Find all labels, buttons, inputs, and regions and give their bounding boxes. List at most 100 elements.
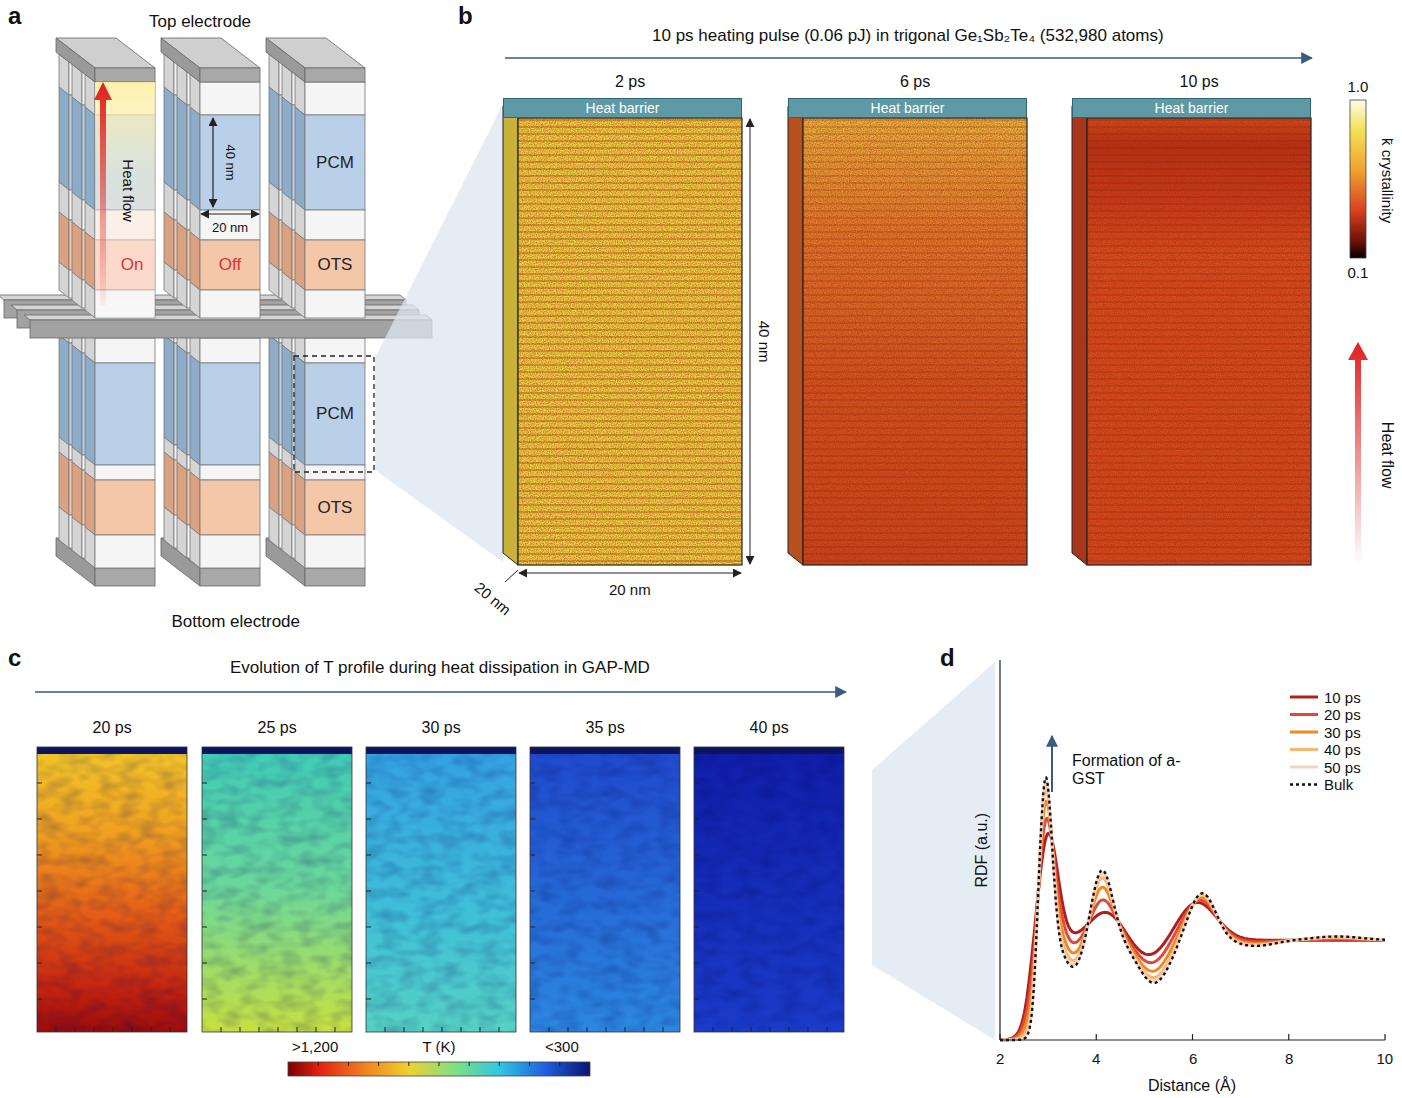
legend-text: 30 ps	[1324, 724, 1361, 741]
colorbar-tick: >1,200	[292, 1038, 338, 1055]
tick	[202, 819, 207, 820]
part-name: Top electrode	[149, 12, 251, 32]
time-label: 35 ps	[586, 719, 625, 737]
tick	[385, 1027, 386, 1032]
pillar-layer	[305, 290, 365, 318]
pillar-side	[85, 232, 95, 290]
dimension-line	[505, 570, 518, 582]
node-text: Heat barrier	[1155, 100, 1229, 116]
heat-overlay	[95, 82, 155, 318]
temperature-map	[37, 747, 187, 1032]
tick	[37, 999, 42, 1000]
pillar-layer	[305, 115, 365, 210]
atom-box	[1087, 118, 1311, 565]
pillar-layer	[200, 338, 260, 363]
panel-title: 10 ps heating pulse (0.06 pJ) in trigona…	[652, 26, 1164, 46]
temperature-noise	[530, 747, 680, 1032]
heat-barrier-strip	[202, 747, 352, 754]
tick	[240, 1027, 241, 1032]
tick	[530, 855, 535, 856]
pillar-layer	[305, 240, 365, 290]
pillar-side	[190, 232, 200, 290]
pillar-side	[85, 472, 95, 535]
node-text: Heat barrier	[871, 100, 945, 116]
pillar-layer	[305, 210, 365, 240]
pillar-side	[190, 282, 200, 318]
pillar-side	[72, 462, 82, 525]
tick	[221, 1027, 222, 1032]
pillar-layer	[200, 290, 260, 318]
pillar-layer	[95, 535, 155, 568]
tick	[751, 1027, 752, 1032]
pillar-side	[282, 272, 292, 308]
tick	[408, 1062, 409, 1066]
tick	[1384, 1034, 1385, 1040]
word-line	[30, 320, 432, 338]
pillar-side	[269, 87, 279, 190]
pillar-side	[282, 345, 292, 455]
layer-box: PCM	[305, 115, 365, 210]
colorbar	[288, 1062, 590, 1076]
node-text: Off	[219, 255, 241, 275]
time-label: 2 ps	[615, 73, 645, 91]
atom-noise	[803, 118, 1027, 565]
time-arrow	[505, 57, 1312, 59]
legend-text: Bulk	[1324, 776, 1353, 793]
pillar-side	[190, 355, 200, 465]
temperature-noise	[694, 747, 844, 1032]
dimension-line	[519, 573, 741, 574]
pillar-side	[72, 97, 82, 200]
panel-letter: b	[458, 2, 473, 30]
time-label: 10 ps	[1180, 73, 1219, 91]
heat-barrier-strip	[694, 747, 844, 754]
pillar-layer	[200, 535, 260, 568]
tick	[202, 963, 207, 964]
tick	[132, 1027, 133, 1032]
layer-box: On	[95, 240, 155, 290]
pillar-side	[59, 212, 69, 270]
tick	[625, 1027, 626, 1032]
tick	[999, 1034, 1000, 1040]
top-electrode	[305, 68, 365, 82]
dimension: 20 nm	[212, 221, 248, 236]
map-outline	[37, 747, 187, 1032]
part-name: Bottom electrode	[172, 612, 301, 632]
panel-title: Evolution of T profile during heat dissi…	[230, 658, 650, 678]
pillar-side	[295, 472, 305, 535]
tick	[530, 999, 535, 1000]
heat-barrier-band: Heat barrier	[503, 98, 742, 118]
temperature-map	[530, 747, 680, 1032]
bottom-electrode	[200, 568, 260, 586]
tick	[469, 1062, 470, 1066]
pillar-side	[282, 222, 292, 280]
pillar-side	[59, 87, 69, 190]
tick	[202, 927, 207, 928]
tick	[378, 1062, 379, 1066]
tick	[37, 819, 42, 820]
tick	[366, 963, 371, 964]
tick	[170, 1027, 171, 1032]
tick	[587, 1027, 588, 1032]
tick	[316, 1027, 317, 1032]
pillar-side	[295, 355, 305, 465]
tick	[366, 855, 371, 856]
colorbar	[1350, 100, 1366, 258]
pillar-side	[269, 507, 279, 548]
pillar-side	[85, 527, 95, 568]
tick	[151, 1027, 152, 1032]
pillar-side	[282, 97, 292, 200]
colorbar-tick: 1.0	[1348, 78, 1369, 95]
box-outline	[1087, 118, 1311, 565]
tick	[559, 1062, 560, 1066]
tick	[94, 1027, 95, 1032]
axis-title: Distance (Å)	[1148, 1077, 1236, 1095]
pillar-layer	[305, 338, 365, 363]
tick	[348, 1062, 349, 1066]
heat-barrier-strip	[366, 747, 516, 754]
atom-box	[803, 118, 1027, 565]
node-text: PCM	[316, 404, 354, 424]
heat-barrier-band: Heat barrier	[788, 98, 1027, 118]
pillar-side	[190, 527, 200, 568]
heat-barrier-strip	[530, 747, 680, 754]
